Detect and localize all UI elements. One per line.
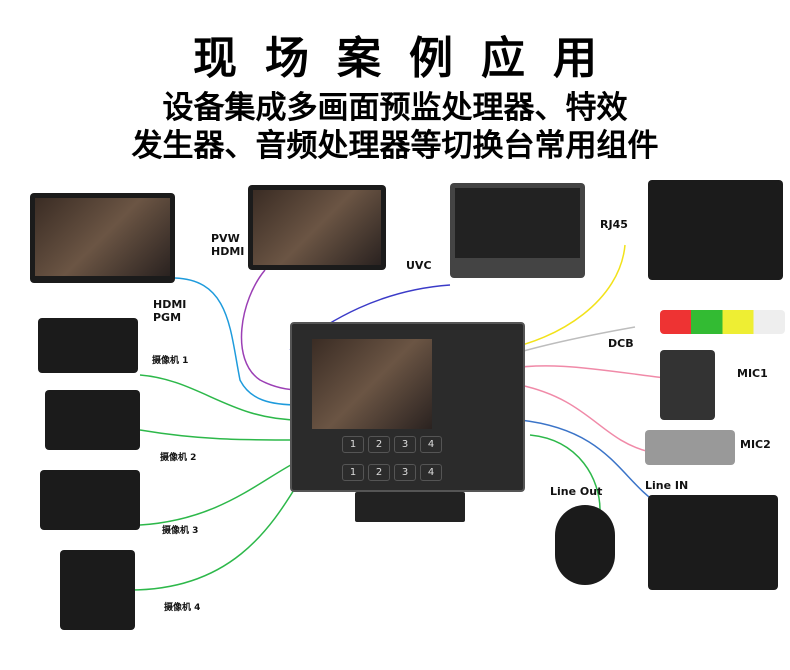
- pgm-monitor: [30, 193, 175, 283]
- label-hdmi-pgm: HDMI PGM: [153, 298, 187, 324]
- cam3-line: [139, 459, 301, 526]
- switcher-device: 1 2 3 4 1 2 3 4: [290, 322, 525, 492]
- label-pvw-hdmi: PVW HDMI: [211, 232, 245, 258]
- laptop: [450, 183, 585, 278]
- key-4[interactable]: 4: [420, 436, 442, 453]
- computer: [648, 180, 783, 280]
- camera-4: [60, 550, 135, 630]
- label-rj45: RJ45: [600, 218, 628, 231]
- pvw-monitor: [248, 185, 386, 270]
- camera-1: [38, 318, 138, 373]
- pvw-line: [240, 269, 301, 391]
- device-stand: [355, 492, 465, 522]
- switcher-screen: [312, 339, 432, 429]
- hdmi-pgm-line: [174, 277, 301, 406]
- label-cam1: 摄像机 1: [152, 356, 189, 366]
- label-line-in: Line IN: [645, 479, 689, 492]
- key-2[interactable]: 2: [368, 436, 390, 453]
- label-cam3: 摄像机 3: [162, 526, 199, 536]
- headphones: [555, 505, 615, 585]
- cam2-line: [139, 429, 301, 441]
- label-mic1: MIC1: [737, 367, 768, 380]
- line-out-line: [529, 434, 601, 511]
- line-in-line: [519, 419, 661, 506]
- microphone-1: [660, 350, 715, 420]
- label-cam2: 摄像机 2: [160, 453, 197, 463]
- camera-2: [45, 390, 140, 450]
- key-1[interactable]: 1: [342, 436, 364, 453]
- key-2b[interactable]: 2: [368, 464, 390, 481]
- mic2-line: [519, 384, 651, 453]
- label-line-out: Line Out: [550, 485, 603, 498]
- key-1b[interactable]: 1: [342, 464, 364, 481]
- title-line-3: 发生器、音频处理器等切换台常用组件: [131, 128, 659, 164]
- label-dcb: DCB: [608, 337, 634, 350]
- title-line-1: 现场案例应用: [193, 33, 625, 84]
- key-4b[interactable]: 4: [420, 464, 442, 481]
- audio-mixer: [648, 495, 778, 590]
- label-cam4: 摄像机 4: [164, 603, 201, 613]
- cam4-line: [129, 479, 301, 591]
- key-3b[interactable]: 3: [394, 464, 416, 481]
- camera-3: [40, 470, 140, 530]
- label-mic2: MIC2: [740, 438, 771, 451]
- label-uvc: UVC: [406, 259, 432, 272]
- microphone-2: [645, 430, 735, 465]
- title-line-2: 设备集成多画面预监处理器、特效: [162, 90, 628, 126]
- cam1-line: [139, 374, 301, 421]
- tally-lights: [660, 310, 785, 334]
- key-3[interactable]: 3: [394, 436, 416, 453]
